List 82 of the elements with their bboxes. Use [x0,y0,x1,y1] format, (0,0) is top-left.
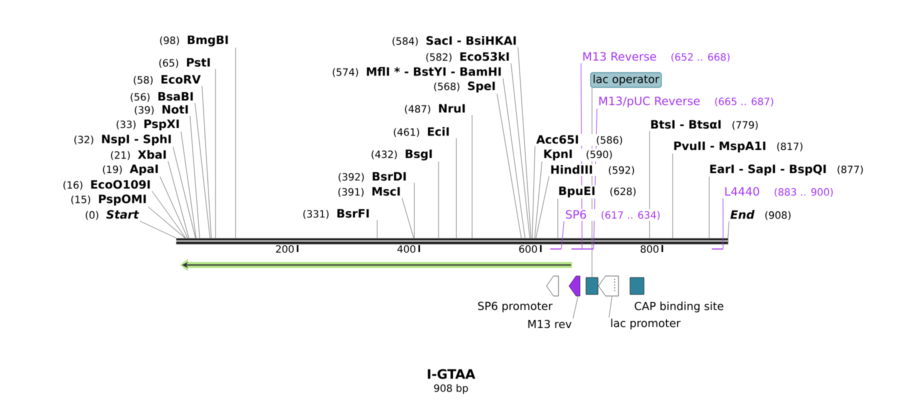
leader-line [168,160,190,238]
site-label: HindIII (592) [549,164,636,176]
leader-line [160,176,188,238]
leader-line [190,116,200,238]
feature-icon [546,276,559,296]
leader-line [376,220,378,238]
site-label: (39) NotI [134,105,188,115]
site-label: PvuII - MspA1I (817) [674,142,802,152]
site-label: (0) Start [86,210,140,220]
site-label: (584) SacI - BsiHKAI [392,36,516,46]
site-label: (574) MflI * - BstYI - BamHI [332,66,501,78]
leader-line [572,296,578,319]
site-label: (16) EcoO109I [64,180,150,190]
leader-line [510,62,530,238]
leader-line [414,182,415,238]
primer-label: SP6 (617 .. 634) [564,209,662,221]
site-label: KpnI (590) [542,148,614,162]
tick-label: 600 [519,245,537,253]
feature-icon [568,276,580,296]
leader-line [534,161,542,238]
site-label: (331) BsrFI [303,209,369,219]
leader-line [202,86,212,238]
leader-line [456,138,457,238]
site-label: (21) XbaI [111,150,166,160]
leader-line [502,78,526,238]
site-label: (392) BsrDI [338,172,406,182]
feature-label: lac promoter [611,318,681,330]
leader-line [728,220,730,238]
leader-line [402,198,414,238]
tick-label: 400 [397,245,416,253]
leader-line [672,153,673,238]
site-label: EarI - SapI - BspQI (877) [710,164,863,176]
site-label: End (908) [730,210,790,220]
site-label: BpuEI (628) [557,186,638,198]
leader-line [536,176,550,238]
site-label: BtsI - BtsαI (779) [651,120,758,130]
feature-icon [598,276,619,296]
map-title: I-GTAA [428,369,476,379]
site-label: (56) BsaBI [130,92,193,102]
feature-label: SP6 promoter [478,302,553,312]
feature-label: M13 rev [528,320,572,328]
leader-line [518,46,532,238]
leader-line [152,190,186,238]
primer-label: L4440 (883 .. 900) [725,187,833,197]
site-label: (461) EciI [394,126,449,138]
leader-line [532,146,536,238]
site-label: (568) SpeI [434,82,495,92]
feature-label: lac operator [590,72,662,88]
feature-label: CAP binding site [634,302,724,312]
site-label: (65) PstI [159,58,210,68]
leader-line [180,131,196,238]
primer-label: M13 Reverse (652 .. 668) [583,52,730,62]
leader-line [140,220,176,238]
site-label: (487) NruI [405,104,465,114]
site-label: (98) BmgBI [160,36,228,46]
leader-line [561,220,564,249]
leader-line [608,296,612,318]
site-label: (33) PspXI [116,120,179,130]
leader-line [708,176,710,238]
leader-line [722,198,724,249]
site-label: Acc65I (586) [535,134,624,146]
backbone-bar [176,238,728,244]
leader-line [438,161,439,238]
tick-label: 800 [640,245,658,253]
site-label: (58) EcoRV [134,75,201,85]
leader-line [194,102,210,238]
feature-icon [586,277,598,295]
leader-line [496,93,522,238]
site-label: (19) ApaI [102,164,158,176]
leader-line [172,146,196,238]
site-label: (15) PspOMI [71,194,146,206]
primer-label: M13/pUC Reverse (665 .. 687) [599,96,774,108]
leader-line [148,206,186,238]
site-label: (582) Eco53kI [426,52,509,62]
feature-icon [630,277,644,295]
leader-line [235,47,236,238]
site-label: (391) MscI [338,187,400,197]
leader-line [215,68,216,238]
site-label: (32) NspI - SphI [74,134,171,146]
leader-line [649,130,650,238]
map-caption: 908 bp [434,384,468,394]
site-label: (432) BsgI [372,150,432,160]
